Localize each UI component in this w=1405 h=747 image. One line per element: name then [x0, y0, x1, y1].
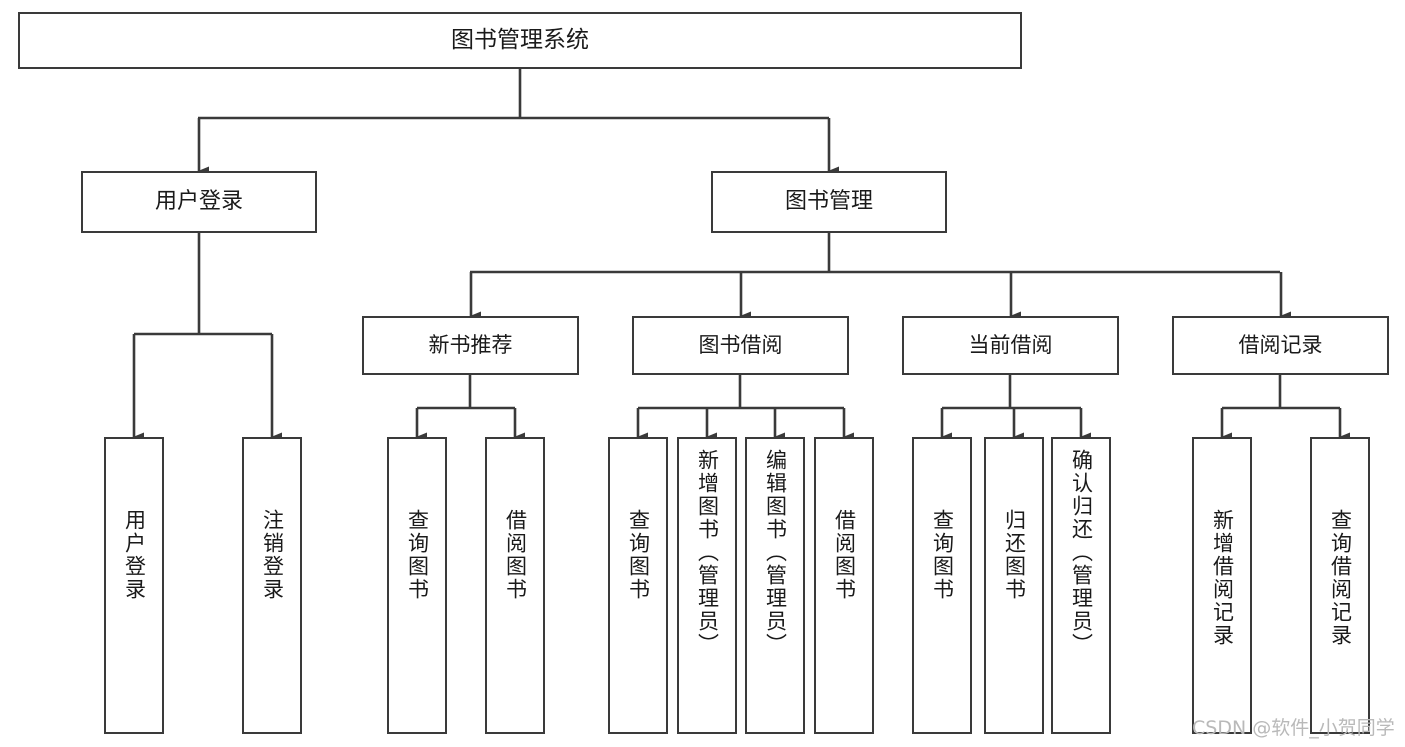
node-label: 用户登录 — [122, 509, 147, 601]
node-leaf-new-2[interactable]: 借阅图书 — [485, 437, 545, 734]
node-leaf-borrow-3[interactable]: 编辑图书（管理员） — [745, 437, 805, 734]
node-leaf-borrow-4[interactable]: 借阅图书 — [814, 437, 874, 734]
node-label: 确认归还（管理员） — [1069, 449, 1094, 656]
node-label: 编辑图书（管理员） — [763, 449, 788, 656]
node-leaf-cur-2[interactable]: 归还图书 — [984, 437, 1044, 734]
node-label: 新增图书（管理员） — [695, 449, 720, 656]
node-label: 新书推荐 — [428, 333, 513, 358]
node-leaf-rec-2[interactable]: 查询借阅记录 — [1310, 437, 1370, 734]
node-leaf-new-1[interactable]: 查询图书 — [387, 437, 447, 734]
node-label: 借阅记录 — [1238, 333, 1323, 358]
node-leaf-login-1[interactable]: 用户登录 — [104, 437, 164, 734]
node-label: 图书借阅 — [698, 333, 783, 358]
node-login[interactable]: 用户登录 — [81, 171, 317, 233]
node-leaf-login-2[interactable]: 注销登录 — [242, 437, 302, 734]
node-root[interactable]: 图书管理系统 — [18, 12, 1022, 69]
node-leaf-borrow-1[interactable]: 查询图书 — [608, 437, 668, 734]
node-leaf-cur-1[interactable]: 查询图书 — [912, 437, 972, 734]
node-label: 图书管理系统 — [451, 27, 589, 54]
node-label: 查询图书 — [405, 509, 430, 601]
node-borrow[interactable]: 图书借阅 — [632, 316, 849, 375]
node-label: 新增借阅记录 — [1210, 509, 1235, 647]
node-label: 当前借阅 — [968, 333, 1053, 358]
node-records[interactable]: 借阅记录 — [1172, 316, 1389, 375]
node-current[interactable]: 当前借阅 — [902, 316, 1119, 375]
node-label: 借阅图书 — [832, 509, 857, 601]
node-leaf-cur-3[interactable]: 确认归还（管理员） — [1051, 437, 1111, 734]
node-label: 查询借阅记录 — [1328, 509, 1353, 647]
node-label: 注销登录 — [260, 509, 285, 601]
node-label: 借阅图书 — [503, 509, 528, 601]
node-label: 归还图书 — [1002, 509, 1027, 601]
node-leaf-borrow-2[interactable]: 新增图书（管理员） — [677, 437, 737, 734]
node-newbook[interactable]: 新书推荐 — [362, 316, 579, 375]
node-label: 用户登录 — [154, 189, 243, 215]
node-label: 图书管理 — [784, 189, 873, 215]
node-label: 查询图书 — [626, 509, 651, 601]
node-bookmgmt[interactable]: 图书管理 — [711, 171, 947, 233]
node-label: 查询图书 — [930, 509, 955, 601]
node-leaf-rec-1[interactable]: 新增借阅记录 — [1192, 437, 1252, 734]
edges-group — [132, 69, 1350, 442]
